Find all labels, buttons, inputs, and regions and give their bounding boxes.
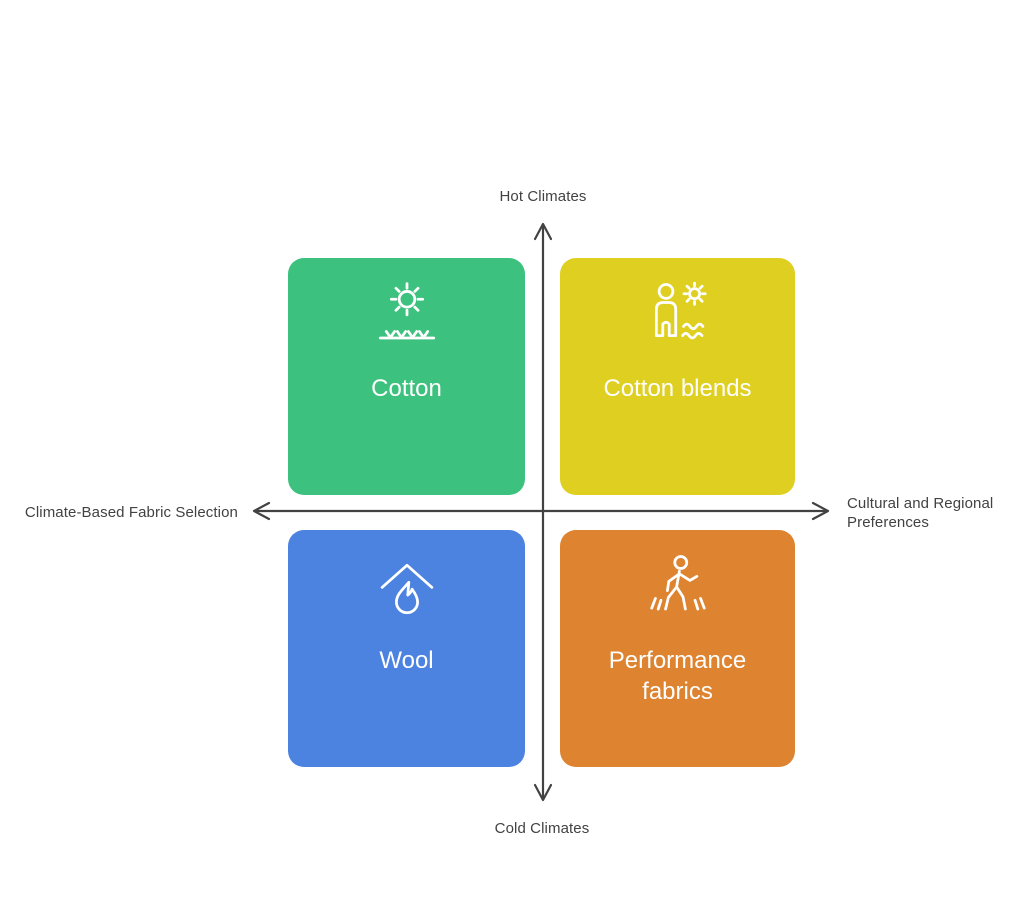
arrow-right-icon	[811, 501, 830, 521]
walking-person-icon	[643, 551, 713, 621]
person-sun-waves-icon	[643, 279, 713, 349]
axis-label-top: Hot Climates	[499, 188, 587, 205]
arrow-left-icon	[252, 501, 271, 521]
sun-over-field-icon	[372, 279, 442, 349]
axis-label-right: Cultural and Regional Preferences	[847, 494, 993, 532]
quadrant-bottom-right: Performance fabrics	[560, 530, 795, 767]
quadrant-top-left: Cotton	[288, 258, 525, 495]
quadrant-label: Cotton blends	[603, 375, 752, 402]
axis-label-right-line1: Cultural and Regional	[847, 495, 994, 512]
arrow-up-icon	[533, 222, 553, 241]
arrow-down-icon	[533, 783, 553, 802]
quadrant-label: Wool	[379, 647, 434, 674]
axis-label-left: Climate-Based Fabric Selection	[24, 504, 238, 521]
quadrant-label: Cotton	[371, 375, 442, 402]
quadrant-bottom-left: Wool	[288, 530, 525, 767]
quadrant-label: Performance fabrics	[608, 647, 747, 705]
quadrant-top-right: Cotton blends	[560, 258, 795, 495]
axis-label-right-line2: Preferences	[847, 514, 929, 531]
house-flame-icon	[372, 551, 442, 621]
axis-label-bottom: Cold Climates	[494, 820, 590, 837]
